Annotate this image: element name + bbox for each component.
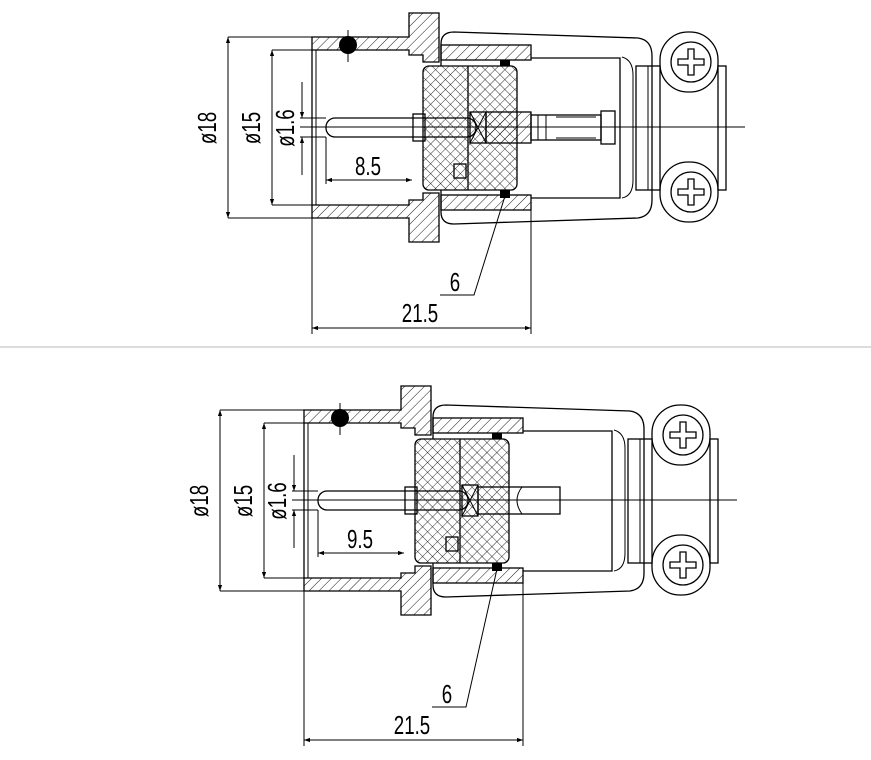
seal-bottom bbox=[500, 188, 510, 198]
label-pin-depth: 9.5 bbox=[347, 524, 373, 554]
housing-section-bottom bbox=[303, 565, 432, 616]
housing-section-top bbox=[311, 12, 440, 63]
phillips-screw-icon bbox=[677, 178, 705, 206]
clamp-strap-right bbox=[709, 438, 719, 564]
screw-head bbox=[662, 414, 704, 456]
label-length: 21.5 bbox=[394, 710, 430, 740]
insert-key-slot bbox=[445, 536, 459, 552]
label-outer-diameter: ø18 bbox=[192, 112, 222, 144]
inner-body bbox=[523, 430, 613, 572]
screw-head bbox=[662, 544, 704, 586]
leader-line bbox=[440, 195, 506, 296]
label-leader: 6 bbox=[442, 679, 452, 709]
phillips-screw-icon bbox=[669, 421, 697, 449]
ext-lines bbox=[220, 409, 524, 746]
inner-body bbox=[531, 57, 621, 199]
label-pin-depth: 8.5 bbox=[355, 151, 381, 181]
seal-top bbox=[500, 60, 510, 70]
seal-bottom bbox=[492, 561, 502, 571]
coupling-ring-top bbox=[440, 44, 532, 61]
housing-section-top bbox=[303, 385, 432, 436]
clamp-strap-right bbox=[717, 65, 727, 191]
screw-head bbox=[670, 41, 712, 83]
clamp-loop bbox=[651, 534, 711, 596]
outer-cover bbox=[432, 404, 645, 598]
outer-cover bbox=[440, 31, 653, 225]
label-outer-diameter: ø18 bbox=[184, 485, 214, 517]
clamp-loop bbox=[659, 161, 719, 223]
screw-head bbox=[670, 171, 712, 213]
ext-lines bbox=[228, 36, 532, 334]
seal-top bbox=[492, 433, 502, 443]
label-pin-diameter: ø1.6 bbox=[270, 109, 300, 146]
insert-key-slot bbox=[453, 163, 467, 179]
label-pin-diameter: ø1.6 bbox=[262, 482, 292, 519]
clamp-loop bbox=[651, 404, 711, 466]
clamp-loop bbox=[659, 31, 719, 93]
phillips-screw-icon bbox=[669, 551, 697, 579]
label-leader: 6 bbox=[450, 267, 460, 297]
label-bore-diameter: ø15 bbox=[228, 485, 258, 517]
leader-line bbox=[432, 568, 498, 708]
label-bore-diameter: ø15 bbox=[236, 112, 266, 144]
coupling-ring-bottom bbox=[432, 567, 524, 584]
phillips-screw-icon bbox=[677, 48, 705, 76]
coupling-ring-top bbox=[432, 417, 524, 434]
housing-section-bottom bbox=[311, 192, 440, 243]
label-length: 21.5 bbox=[402, 298, 438, 328]
coupling-ring-bottom bbox=[440, 194, 532, 211]
